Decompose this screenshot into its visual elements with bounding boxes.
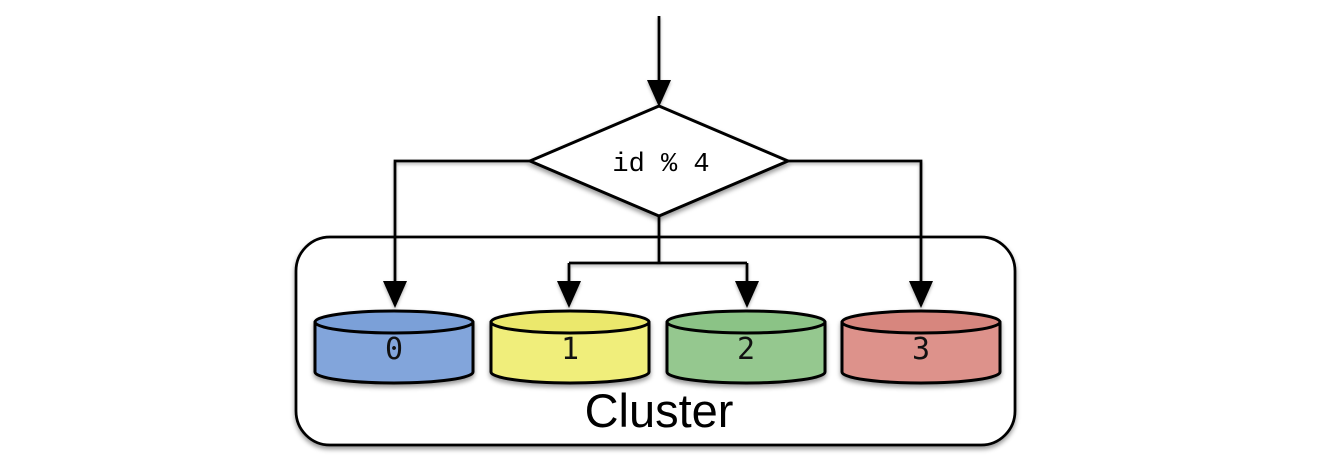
flow-line-shards-1-2 <box>567 216 749 284</box>
cylinder-body-2 <box>665 320 827 385</box>
cylinder-body-0 <box>313 320 475 385</box>
shard-label-2: 2 <box>737 332 755 367</box>
arrowhead-shard-0-icon <box>383 281 407 308</box>
cylinder-body-3 <box>840 320 1002 385</box>
cluster-label: Cluster <box>585 384 734 437</box>
arrowhead-shard-3-icon <box>909 281 933 308</box>
arrowhead-in-icon <box>647 80 671 107</box>
shard-cylinder-3: 3 <box>840 309 1002 385</box>
decision-label: id % 4 <box>612 150 709 180</box>
arrowhead-shard-2-icon <box>735 281 759 308</box>
flow-line-shard-3 <box>788 159 923 284</box>
flow-line-shard-0 <box>393 159 530 284</box>
shard-cylinder-1: 1 <box>489 309 651 385</box>
cylinder-top-0 <box>313 309 475 335</box>
cluster-box-group <box>294 235 1017 447</box>
cylinder-top-2 <box>665 309 827 335</box>
cluster-box <box>294 235 1017 447</box>
shard-label-1: 1 <box>561 332 579 367</box>
decision-diamond <box>528 104 790 218</box>
cylinder-top-1 <box>489 309 651 335</box>
cylinder-top-3 <box>840 309 1002 335</box>
shard-label-3: 3 <box>912 332 930 367</box>
flow-connectors <box>383 16 933 308</box>
shard-cylinder-2: 2 <box>665 309 827 385</box>
cylinder-body-1 <box>489 320 651 385</box>
decision-node: id % 4 <box>528 104 790 218</box>
shard-label-0: 0 <box>385 332 403 367</box>
arrowhead-shard-1-icon <box>557 281 581 308</box>
shard-cylinder-0: 0 <box>313 309 475 385</box>
